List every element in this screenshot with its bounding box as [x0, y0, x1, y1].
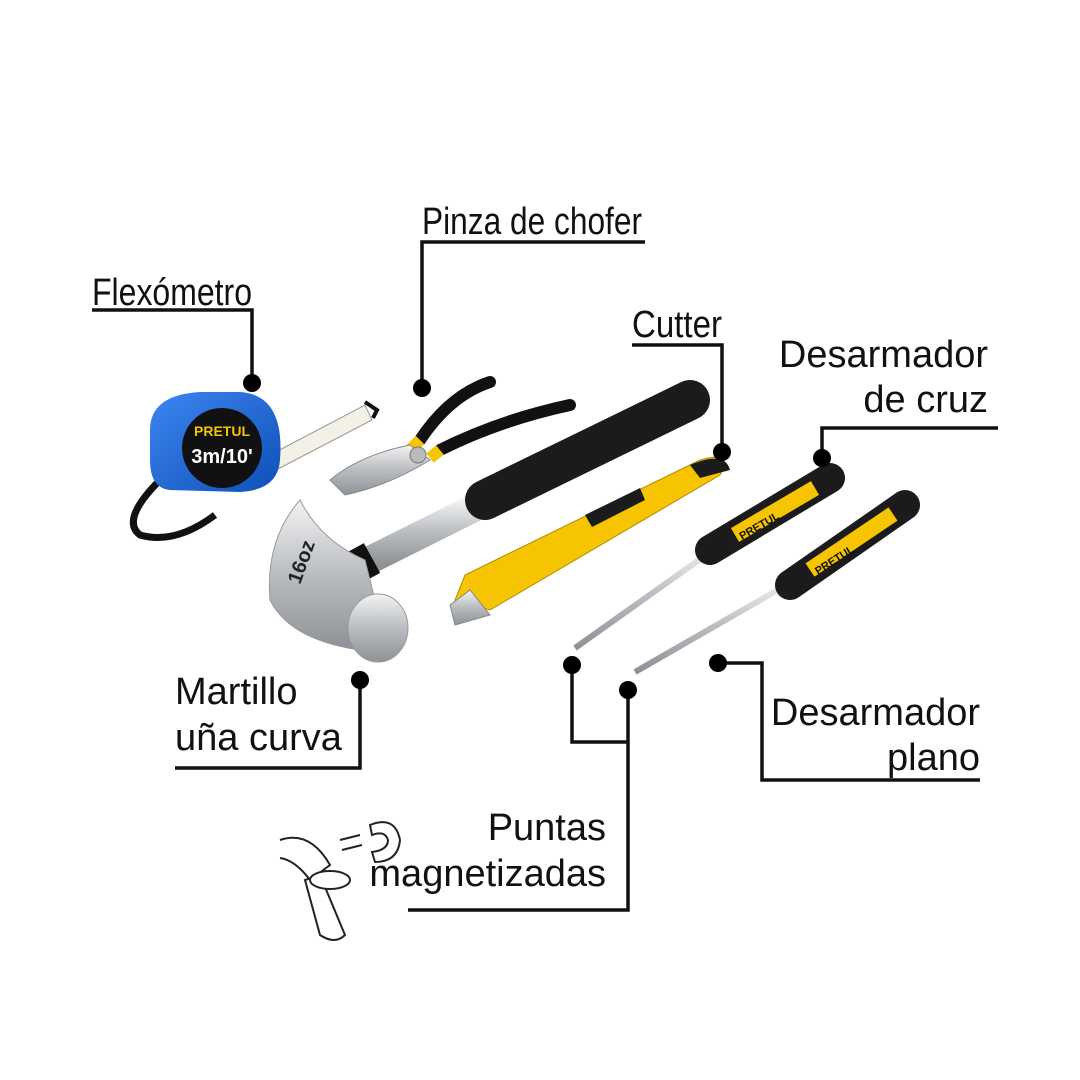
- label-cruz-1: Desarmador: [779, 334, 988, 376]
- label-puntas-1: Puntas: [488, 807, 606, 849]
- label-flexometro: Flexómetro: [92, 272, 252, 314]
- leader-pinza: [413, 240, 645, 397]
- label-puntas-2: magnetizadas: [369, 853, 606, 895]
- leader-plano: [709, 654, 980, 782]
- leader-martillo: [175, 671, 369, 770]
- leader-flexometro: [92, 308, 261, 392]
- label-plano-2: plano: [887, 737, 980, 779]
- label-pinza: Pinza de chofer: [422, 201, 642, 243]
- pliers: [329, 376, 576, 496]
- magnet-tip-icon: [279, 821, 402, 941]
- label-martillo-2: uña curva: [175, 717, 343, 759]
- tape-size: 3m/10': [191, 446, 252, 468]
- utility-cutter: [449, 456, 730, 626]
- flat-screwdriver: PRETUL: [633, 490, 920, 675]
- tape-measure: PRETUL 3m/10': [129, 392, 380, 541]
- label-cruz-2: de cruz: [863, 379, 988, 421]
- phillips-screwdriver: PRETUL: [573, 463, 845, 651]
- label-martillo-1: Martillo: [175, 671, 297, 713]
- tape-brand: PRETUL: [194, 423, 250, 439]
- claw-hammer: 16oz: [268, 380, 710, 663]
- leader-cutter: [632, 343, 731, 461]
- leader-cruz: [813, 426, 998, 467]
- label-plano-1: Desarmador: [771, 692, 980, 734]
- leader-puntas: [408, 656, 637, 912]
- label-cutter: Cutter: [632, 304, 722, 346]
